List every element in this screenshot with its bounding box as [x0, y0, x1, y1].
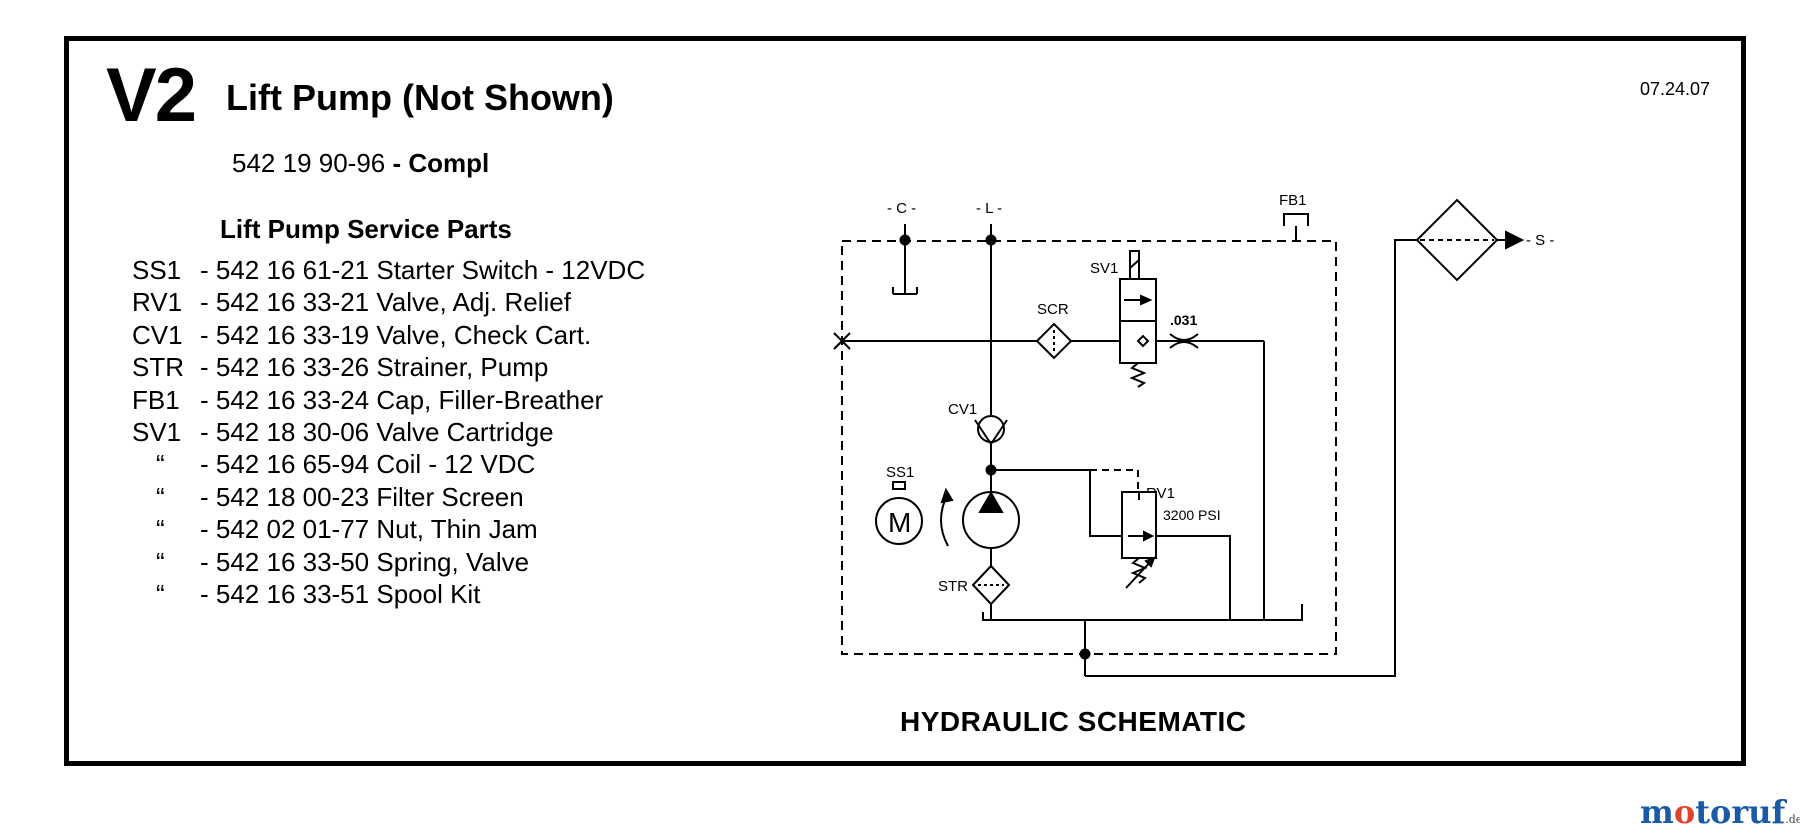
orifice-icon [1169, 333, 1199, 341]
motor-label: M [888, 507, 911, 538]
l-port-node [985, 234, 997, 246]
part-ref: “ [156, 578, 165, 609]
part-row: “ - 542 02 01-77 Nut, Thin Jam [132, 513, 645, 545]
c-port-node [899, 234, 911, 246]
fb1-label: FB1 [1279, 192, 1307, 209]
reservoir-boundary [841, 240, 1337, 655]
part-desc: - 542 16 33-26 Strainer, Pump [200, 352, 549, 383]
part-ref: “ [156, 481, 165, 512]
part-desc: - 542 16 33-50 Spring, Valve [200, 546, 530, 577]
revision-date: 07.24.07 [1640, 79, 1711, 99]
part-row: “ - 542 16 33-50 Spring, Valve [132, 546, 645, 578]
watermark-logo: motoruf.de [1640, 793, 1800, 831]
part-row: FB1 - 542 16 33-24 Cap, Filler-Breather [132, 384, 645, 416]
scr-label: SCR [1037, 301, 1069, 318]
part-ref: FB1 [132, 384, 180, 415]
diagram-frame [64, 36, 1746, 766]
part-ref: CV1 [132, 319, 183, 350]
valve-spring-icon [1129, 362, 1147, 388]
pilot-line [1090, 469, 1139, 490]
part-suffix: - Compl [392, 148, 490, 178]
pressure-line [991, 469, 1122, 537]
breather-cap-icon [1283, 213, 1309, 226]
orifice-label: .031 [1170, 312, 1197, 328]
port-s-label: - S - [1526, 232, 1554, 249]
part-desc: - 542 16 33-21 Valve, Adj. Relief [200, 287, 571, 318]
port-c-label: - C - [887, 200, 916, 217]
adjustable-spring-icon [1130, 557, 1148, 584]
str-label: STR [938, 578, 968, 595]
tank-line [982, 604, 1303, 621]
part-ref: “ [156, 546, 165, 577]
s-port-arrow-icon [1505, 230, 1525, 250]
section-code: V2 [106, 53, 197, 138]
cv1-label: CV1 [948, 401, 977, 418]
part-desc: - 542 16 33-24 Cap, Filler-Breather [200, 384, 604, 415]
port-l-label: - L - [976, 200, 1002, 217]
rv1-pressure-label: 3200 PSI [1163, 507, 1221, 523]
part-row: SV1 - 542 18 30-06 Valve Cartridge [132, 416, 645, 448]
page-title: Lift Pump (Not Shown) [226, 77, 614, 118]
service-parts-list: SS1 - 542 16 61-21 Starter Switch - 12VDC… [132, 254, 645, 610]
schematic-title: HYDRAULIC SCHEMATIC [900, 706, 1247, 737]
part-ref: STR [132, 352, 184, 383]
part-number: 542 19 90-96 [232, 148, 386, 178]
part-desc: - 542 18 30-06 Valve Cartridge [200, 416, 554, 447]
suction-line [1085, 239, 1417, 677]
sv1-label: SV1 [1090, 260, 1118, 277]
part-desc: - 542 16 33-51 Spool Kit [200, 578, 481, 609]
part-row: “ - 542 18 00-23 Filter Screen [132, 481, 645, 513]
part-row: “ - 542 16 33-51 Spool Kit [132, 578, 645, 610]
screen-filter-icon [1035, 322, 1073, 360]
motor-icon [875, 497, 923, 545]
service-parts-heading: Lift Pump Service Parts [220, 214, 512, 244]
part-desc: - 542 02 01-77 Nut, Thin Jam [200, 514, 538, 545]
relief-valve-icon [1121, 491, 1157, 559]
part-row: STR - 542 16 33-26 Strainer, Pump [132, 351, 645, 383]
part-row: “ - 542 16 65-94 Coil - 12 VDC [132, 448, 645, 480]
part-ref: “ [156, 449, 165, 480]
part-desc: - 542 16 33-19 Valve, Check Cart. [200, 319, 592, 350]
part-row: RV1 - 542 16 33-21 Valve, Adj. Relief [132, 286, 645, 318]
part-ref: “ [156, 514, 165, 545]
ss1-label: SS1 [886, 464, 914, 481]
part-desc: - 542 18 00-23 Filter Screen [200, 481, 524, 512]
assembly-part-number: 542 19 90-96 - Compl [232, 150, 489, 176]
part-desc: - 542 16 61-21 Starter Switch - 12VDC [200, 255, 646, 285]
part-desc: - 542 16 65-94 Coil - 12 VDC [200, 449, 536, 480]
part-ref: SV1 [132, 416, 182, 447]
tank-node [1079, 648, 1091, 660]
part-ref: SS1 [132, 255, 182, 285]
part-ref: RV1 [132, 287, 183, 318]
relief-return-line [1156, 535, 1231, 620]
part-row: SS1 - 542 16 61-21 Starter Switch - 12VDC [132, 254, 645, 286]
part-row: CV1 - 542 16 33-19 Valve, Check Cart. [132, 319, 645, 351]
